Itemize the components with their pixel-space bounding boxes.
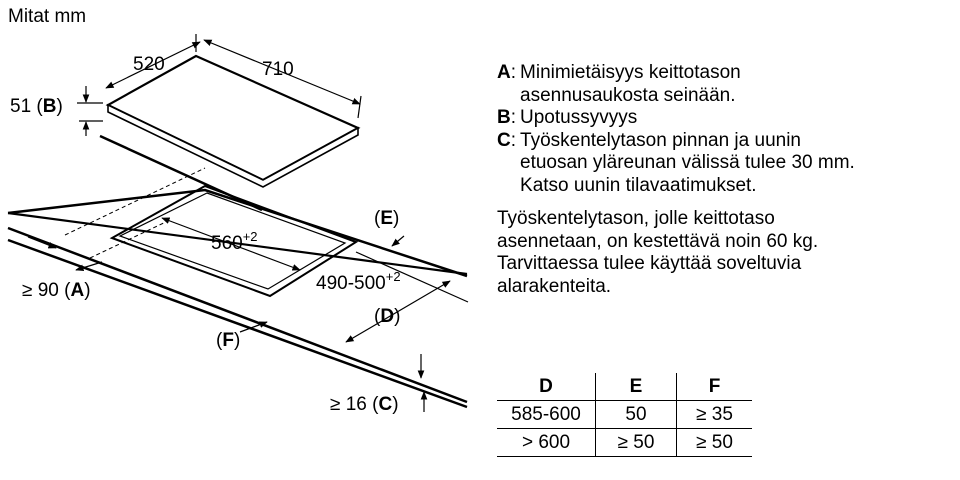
dimension-top-depth: 520 — [133, 54, 165, 75]
legend-key: B — [497, 107, 511, 128]
dimension-a-label: ≥ 90 (A) — [22, 280, 91, 301]
table-row: 585-600 50 ≥ 35 — [497, 400, 752, 429]
dimension-c-lines — [417, 354, 428, 412]
legend-line: Upotussyvyys — [520, 107, 638, 128]
dimension-lines-top — [105, 34, 362, 119]
dimension-a-lines — [27, 236, 103, 271]
dimension-e-label: (E) — [374, 208, 399, 229]
legend-line: etuosan yläreunan välissä tulee 30 mm. — [520, 152, 855, 173]
dimension-top-width: 710 — [262, 59, 294, 80]
legend-line: Työskentelytason pinnan ja uunin — [520, 129, 801, 151]
table-cell: 50 — [595, 400, 677, 429]
weight-note-line: Tarvittaessa tulee käyttää soveltuvia — [497, 253, 802, 274]
table-header-f: F — [676, 373, 752, 401]
table-row: > 600 ≥ 50 ≥ 50 — [497, 428, 752, 457]
legend-separator: : — [510, 129, 517, 151]
table-cell: ≥ 50 — [676, 428, 752, 457]
legend-item-b: B: Upotussyvyys — [497, 107, 947, 130]
dimension-e-lines — [391, 235, 405, 247]
table-cell: ≥ 35 — [676, 400, 752, 429]
installation-diagram: Mitat mm 520 710 51 (B) — [7, 6, 469, 415]
dimension-cutout-depth-line — [345, 251, 469, 343]
dimension-b-label: 51 (B) — [10, 96, 63, 117]
dimension-c-label: ≥ 16 (C) — [330, 394, 399, 415]
dimension-f-lines — [239, 321, 268, 333]
dimension-d-label: (D) — [374, 306, 400, 327]
dimension-f-label: (F) — [216, 330, 240, 351]
legend-separator: : — [510, 62, 517, 83]
weight-note-line: alarakenteita. — [497, 275, 612, 297]
legend-item-a: A: Minimietäisyys keittotason asennusauk… — [497, 62, 947, 107]
weight-note-line: Työskentelytason, jolle keittotaso — [497, 208, 775, 229]
table-cell: 585-600 — [497, 400, 596, 429]
projection-lines — [64, 167, 206, 259]
diagram-title: Mitat mm — [8, 6, 86, 27]
table-header-d: D — [497, 373, 596, 401]
legend-key: A — [497, 62, 511, 83]
dimension-cutout-width-line — [161, 217, 301, 271]
weight-note: Työskentelytason, jolle keittotaso asenn… — [497, 208, 818, 298]
legend-line: asennusaukosta seinään. — [520, 84, 736, 106]
hob-glass-top — [105, 54, 361, 188]
legend-separator: : — [510, 107, 517, 128]
dimension-cutout-width: 560+2 — [211, 229, 258, 254]
table-cell: ≥ 50 — [595, 428, 677, 457]
table-header-e: E — [595, 373, 677, 401]
dimension-b-lines — [77, 86, 103, 136]
table-cell: > 600 — [497, 428, 596, 457]
weight-note-line: asennetaan, on kestettävä noin 60 kg. — [497, 230, 819, 252]
table-header-row: D E F — [497, 373, 752, 401]
legend-line: Minimietäisyys keittotason — [520, 62, 741, 83]
legend-key: C — [497, 129, 511, 151]
dimension-table: D E F 585-600 50 ≥ 35 > 600 ≥ 50 ≥ 50 — [497, 373, 752, 457]
legend: A: Minimietäisyys keittotason asennusauk… — [497, 62, 947, 197]
dimension-cutout-depth: 490-500+2 — [316, 269, 401, 294]
legend-item-c: C: Työskentelytason pinnan ja uunin etuo… — [497, 130, 947, 198]
legend-line: Katso uunin tilavaatimukset. — [520, 174, 757, 196]
